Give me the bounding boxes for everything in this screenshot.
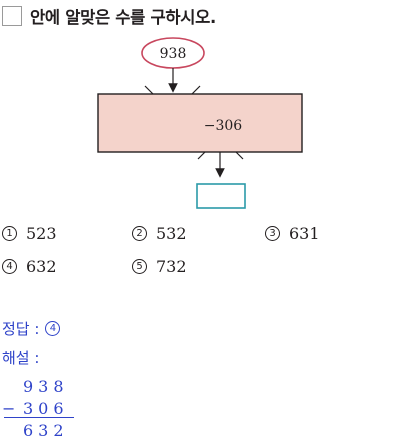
result: 632	[23, 421, 69, 440]
choice-marker: 1	[2, 226, 17, 241]
explanation-label: 해설 :	[2, 349, 40, 367]
choice-value: 532	[156, 224, 187, 243]
machine-tick	[197, 151, 206, 160]
machine-tick	[235, 151, 244, 160]
calc-divider	[4, 417, 74, 418]
choice-1[interactable]: 1 523	[2, 224, 57, 243]
minuend: 938	[23, 377, 69, 396]
blank-square-icon	[2, 6, 22, 26]
choice-value: 732	[156, 257, 187, 276]
question-row: 안에 알맞은 수를 구하시오.	[2, 4, 216, 28]
machine-tick	[191, 85, 201, 95]
choice-4[interactable]: 4 632	[2, 257, 57, 276]
answer-line: 정답 : 4	[2, 318, 61, 339]
choice-marker: 2	[132, 226, 147, 241]
choice-value: 631	[289, 224, 320, 243]
choice-5[interactable]: 5 732	[132, 257, 187, 276]
input-value: 938	[160, 46, 187, 62]
subtraction-work: 938 −306 632	[2, 376, 92, 442]
choice-2[interactable]: 2 532	[132, 224, 187, 243]
choice-value: 632	[26, 257, 57, 276]
question-text: 안에 알맞은 수를 구하시오.	[30, 8, 216, 27]
minus-sign: −	[2, 399, 16, 418]
choice-value: 523	[26, 224, 57, 243]
machine-box	[97, 93, 303, 153]
choice-marker: 5	[132, 259, 147, 274]
choice-marker: 3	[265, 226, 280, 241]
function-machine-diagram: 938 −306	[97, 37, 303, 209]
answer-box	[196, 183, 246, 209]
choice-3[interactable]: 3 631	[265, 224, 320, 243]
subtrahend: 306	[23, 399, 69, 418]
answer-label: 정답 :	[2, 320, 40, 338]
explanation-label-line: 해설 :	[2, 347, 39, 368]
operation-text: −306	[204, 118, 243, 134]
answer-marker: 4	[45, 321, 61, 336]
machine-tick	[144, 85, 154, 95]
choice-marker: 4	[2, 259, 17, 274]
